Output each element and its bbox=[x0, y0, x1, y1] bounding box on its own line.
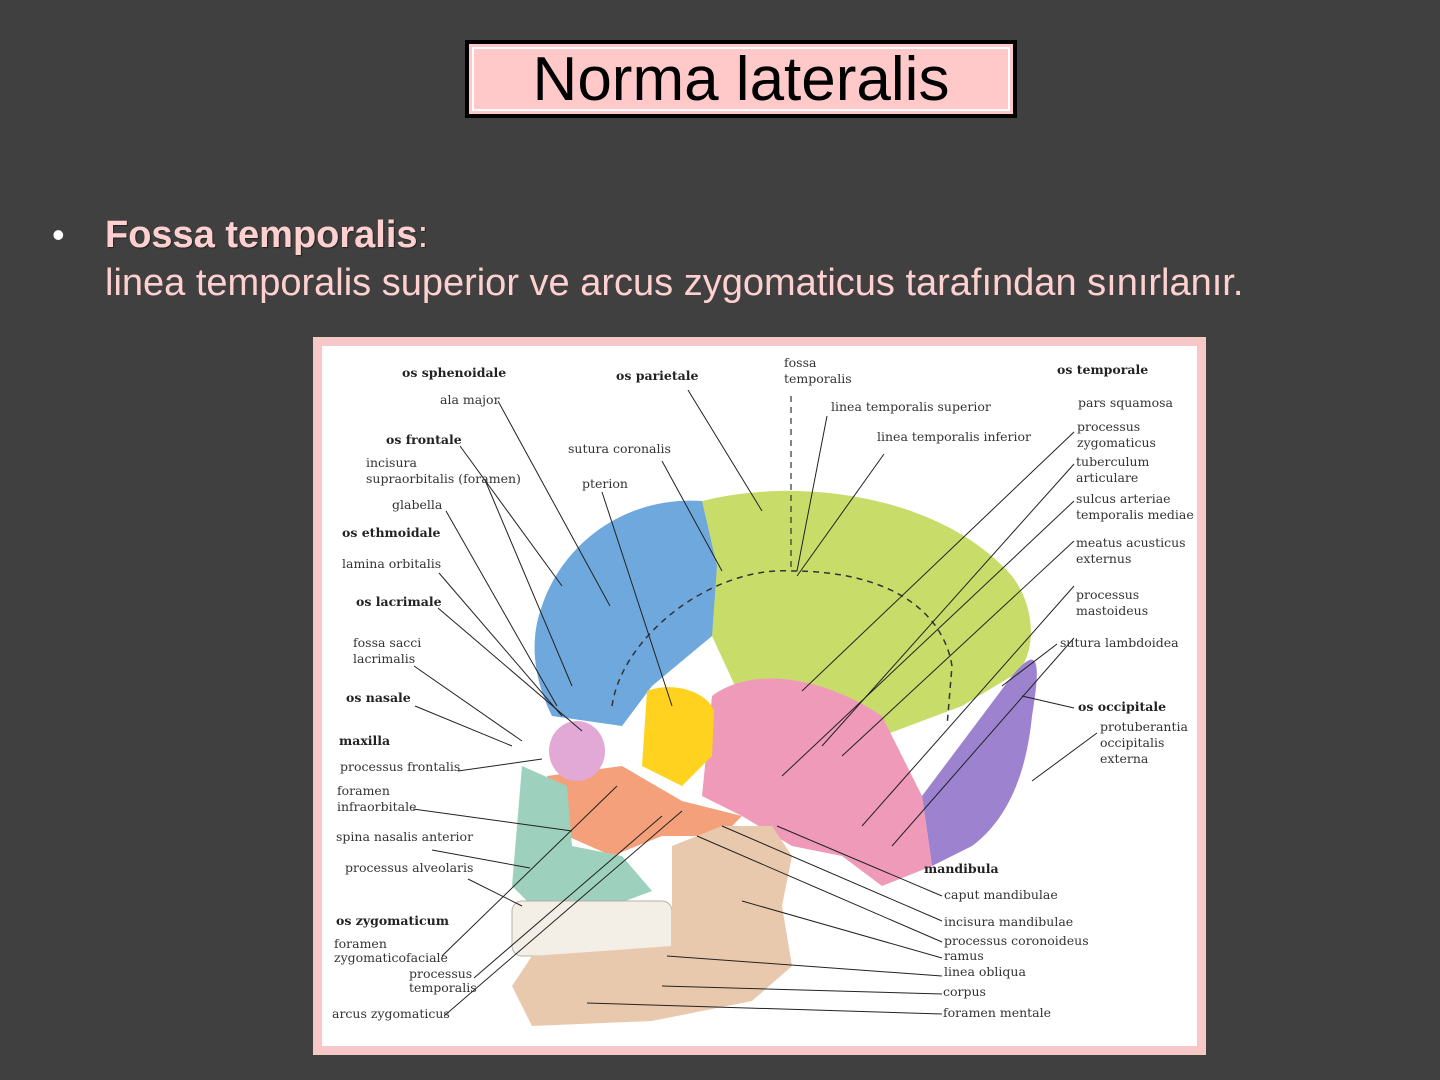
label-mastoideus-1: processus bbox=[1076, 587, 1139, 602]
os-occipitale-region bbox=[922, 659, 1037, 866]
label-fossa-temporalis-1: fossa bbox=[784, 355, 817, 370]
label-lamina-orbitalis: lamina orbitalis bbox=[342, 556, 441, 571]
label-protuberantia-1: protuberantia bbox=[1100, 719, 1188, 734]
label-proc-temporalis-1: processus bbox=[409, 966, 472, 981]
label-os-lacrimale: os lacrimale bbox=[356, 594, 442, 609]
os-sphenoidale-region bbox=[642, 687, 714, 786]
label-sulcus-2: temporalis mediae bbox=[1076, 507, 1194, 522]
skull-figure-canvas: os sphenoidale ala major os frontale inc… bbox=[322, 346, 1197, 1046]
label-os-frontale: os frontale bbox=[386, 432, 462, 447]
maxilla-region bbox=[512, 766, 652, 911]
label-processus-frontalis: processus frontalis bbox=[340, 759, 460, 774]
label-foramen-zyg-2: zygomaticofaciale bbox=[334, 950, 448, 965]
os-frontale-region bbox=[534, 500, 717, 726]
label-foramen-infra-2: infraorbitale bbox=[337, 799, 416, 814]
label-ala-major: ala major bbox=[440, 392, 500, 407]
label-ramus: ramus bbox=[944, 948, 984, 963]
label-processus-alveolaris: processus alveolaris bbox=[345, 860, 473, 875]
label-pars-squamosa: pars squamosa bbox=[1078, 395, 1174, 410]
label-sutura-coronalis: sutura coronalis bbox=[568, 441, 671, 456]
label-mastoideus-2: mastoideus bbox=[1076, 603, 1148, 618]
label-os-zygomaticum: os zygomaticum bbox=[336, 913, 449, 928]
label-maxilla: maxilla bbox=[339, 733, 390, 748]
slide-title: Norma lateralis bbox=[532, 44, 950, 114]
orbit-region bbox=[549, 721, 605, 781]
slide-title-box: Norma lateralis bbox=[465, 40, 1017, 118]
label-os-occipitale: os occipitale bbox=[1078, 699, 1166, 714]
label-foramen-zyg-1: foramen bbox=[334, 936, 387, 951]
skull-illustration: os sphenoidale ala major os frontale inc… bbox=[332, 355, 1194, 1026]
label-incisura-2: supraorbitalis (foramen) bbox=[366, 471, 521, 486]
label-pterion: pterion bbox=[582, 476, 628, 491]
label-protuberantia-3: externa bbox=[1100, 751, 1149, 766]
leader-lines bbox=[412, 389, 1098, 1017]
bullet-description: linea temporalis superior ve arcus zygom… bbox=[105, 262, 1244, 304]
mandibula-region bbox=[512, 826, 792, 1026]
label-os-temporale: os temporale bbox=[1057, 362, 1148, 377]
label-incisura-mandibulae: incisura mandibulae bbox=[944, 914, 1073, 929]
label-incisura-1: incisura bbox=[366, 455, 417, 470]
label-fossa-temporalis-2: temporalis bbox=[784, 371, 852, 386]
label-proc-coronoideus: processus coronoideus bbox=[944, 933, 1089, 948]
label-linea-inf: linea temporalis inferior bbox=[877, 429, 1031, 444]
label-fossa-sacci-1: fossa sacci bbox=[353, 635, 421, 650]
label-corpus: corpus bbox=[943, 984, 986, 999]
bullet-term: Fossa temporalis: bbox=[105, 214, 428, 257]
anatomy-labels: os sphenoidale ala major os frontale inc… bbox=[332, 355, 1194, 1021]
label-sutura-lambdoidea: sutura lambdoidea bbox=[1060, 635, 1179, 650]
label-caput-mandibulae: caput mandibulae bbox=[944, 887, 1058, 902]
skull-bones bbox=[511, 396, 1037, 1026]
label-foramen-infra-1: foramen bbox=[337, 783, 390, 798]
label-glabella: glabella bbox=[392, 497, 443, 512]
label-os-sphenoidale: os sphenoidale bbox=[402, 365, 506, 380]
label-proc-zyg-2: zygomaticus bbox=[1077, 435, 1156, 450]
label-sulcus-1: sulcus arteriae bbox=[1076, 491, 1171, 506]
os-zygomaticum-region bbox=[547, 766, 742, 856]
label-mandibula: mandibula bbox=[924, 861, 999, 876]
term-text: Fossa temporalis bbox=[105, 214, 418, 256]
label-spina-nasalis: spina nasalis anterior bbox=[336, 829, 473, 844]
label-meatus-1: meatus acusticus bbox=[1076, 535, 1186, 550]
bullet-marker: • bbox=[52, 214, 65, 255]
label-tuberculum-2: articulare bbox=[1076, 470, 1138, 485]
label-proc-temporalis-2: temporalis bbox=[409, 980, 477, 995]
skull-figure: os sphenoidale ala major os frontale inc… bbox=[313, 337, 1206, 1055]
label-fossa-sacci-2: lacrimalis bbox=[353, 651, 415, 666]
label-arcus-zygomaticus: arcus zygomaticus bbox=[332, 1006, 450, 1021]
label-foramen-mentale: foramen mentale bbox=[943, 1005, 1051, 1020]
label-linea-obliqua: linea obliqua bbox=[944, 964, 1026, 979]
label-meatus-2: externus bbox=[1076, 551, 1131, 566]
label-proc-zyg-1: processus bbox=[1077, 419, 1140, 434]
label-linea-sup: linea temporalis superior bbox=[831, 399, 991, 414]
label-os-nasale: os nasale bbox=[346, 690, 411, 705]
label-tuberculum-1: tuberculum bbox=[1076, 454, 1150, 469]
os-temporale-region bbox=[702, 678, 932, 886]
label-os-parietale: os parietale bbox=[616, 368, 698, 383]
term-colon: : bbox=[417, 214, 429, 256]
label-protuberantia-2: occipitalis bbox=[1100, 735, 1164, 750]
label-os-ethmoidale: os ethmoidale bbox=[342, 525, 440, 540]
